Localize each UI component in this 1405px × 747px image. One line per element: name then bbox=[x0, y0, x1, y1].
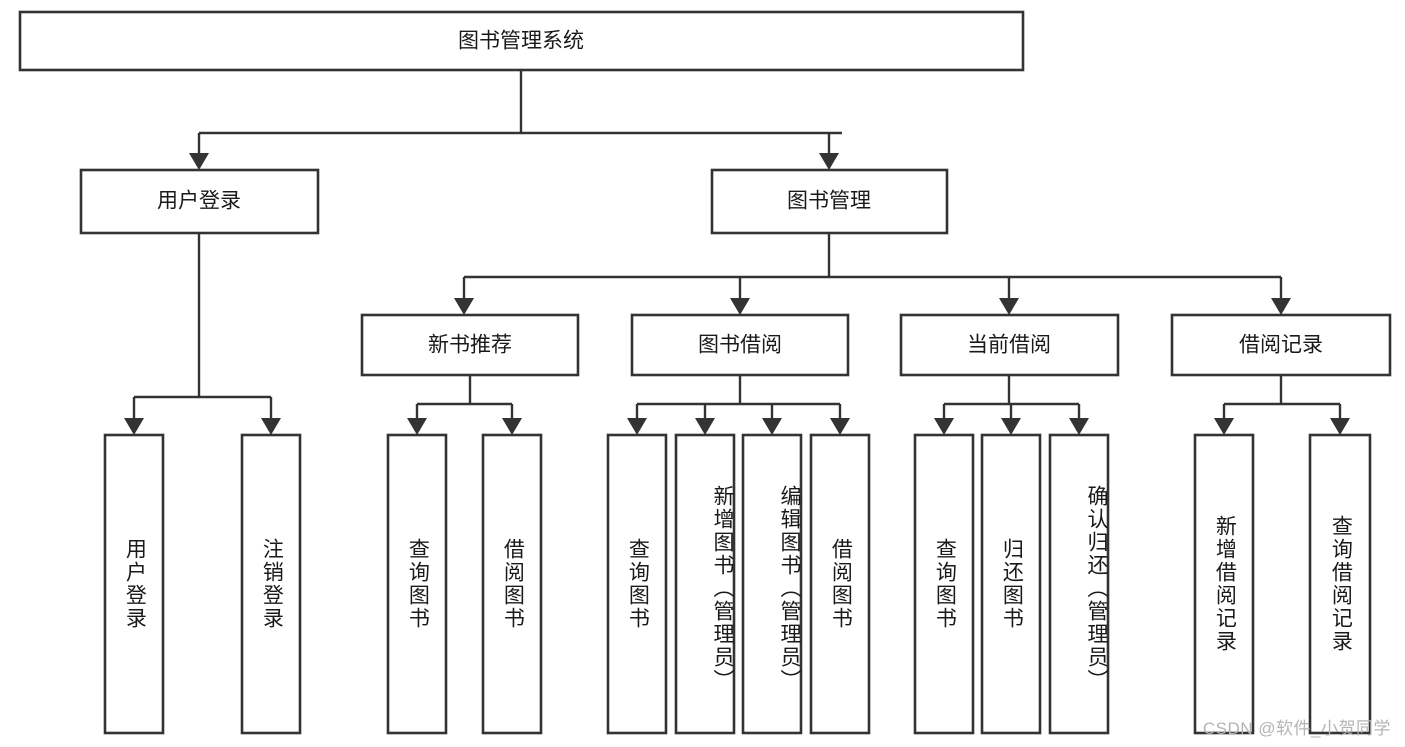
node-borrow-record[interactable]: 借阅记录 bbox=[1170, 313, 1392, 377]
node-book-borrow-box bbox=[630, 313, 850, 377]
node-root-system[interactable]: 图书管理系统 bbox=[18, 10, 1025, 72]
connectors-new-book-recommend-to-leaves bbox=[407, 375, 522, 435]
connectors-user-login-to-leaves bbox=[124, 233, 281, 435]
connectors-book-borrow-to-leaves bbox=[627, 375, 850, 435]
csdn-watermark: CSDN @软件_小贺同学 bbox=[1202, 719, 1391, 738]
leaf-add-record-box[interactable] bbox=[1193, 433, 1255, 735]
node-borrow-record-label: 借阅记录 bbox=[1239, 334, 1323, 357]
leaf-boxes bbox=[103, 433, 1372, 735]
leaf-query-book-1-box[interactable] bbox=[386, 433, 448, 735]
node-new-book-recommend-box bbox=[360, 313, 580, 377]
node-new-book-recommend[interactable]: 新书推荐 bbox=[360, 313, 580, 377]
node-book-manage-label: 图书管理 bbox=[787, 190, 871, 213]
leaf-return-book-box[interactable] bbox=[980, 433, 1042, 735]
connectors-book-manage-to-level2 bbox=[454, 233, 1291, 315]
leaf-borrow-book-1-box[interactable] bbox=[481, 433, 543, 735]
leaf-edit-book-box[interactable] bbox=[741, 433, 803, 735]
connectors-borrow-record-to-leaves bbox=[1214, 375, 1350, 435]
leaf-query-record-box[interactable] bbox=[1308, 433, 1372, 735]
node-user-login[interactable]: 用户登录 bbox=[79, 168, 320, 235]
leaf-add-book-box[interactable] bbox=[674, 433, 736, 735]
leaf-borrow-book-2-box[interactable] bbox=[809, 433, 871, 735]
node-book-manage-box bbox=[710, 168, 949, 235]
node-user-login-box bbox=[79, 168, 320, 235]
node-book-manage[interactable]: 图书管理 bbox=[710, 168, 949, 235]
node-current-borrow[interactable]: 当前借阅 bbox=[899, 313, 1120, 377]
leaf-query-book-2-box[interactable] bbox=[606, 433, 668, 735]
leaf-user-login-box[interactable] bbox=[103, 433, 165, 735]
node-new-book-recommend-label: 新书推荐 bbox=[428, 334, 512, 357]
connectors-current-borrow-to-leaves bbox=[934, 375, 1089, 435]
leaf-query-book-3-box[interactable] bbox=[913, 433, 975, 735]
node-book-borrow[interactable]: 图书借阅 bbox=[630, 313, 850, 377]
connectors-root-to-level1 bbox=[189, 70, 842, 170]
node-root-system-label: 图书管理系统 bbox=[458, 30, 584, 53]
node-current-borrow-label: 当前借阅 bbox=[967, 334, 1051, 357]
leaf-confirm-return-box[interactable] bbox=[1048, 433, 1110, 735]
node-root-system-box bbox=[18, 10, 1025, 72]
node-user-login-label: 用户登录 bbox=[157, 190, 241, 213]
leaf-logout-box[interactable] bbox=[240, 433, 302, 735]
node-book-borrow-label: 图书借阅 bbox=[698, 334, 782, 357]
node-current-borrow-box bbox=[899, 313, 1120, 377]
node-borrow-record-box bbox=[1170, 313, 1392, 377]
